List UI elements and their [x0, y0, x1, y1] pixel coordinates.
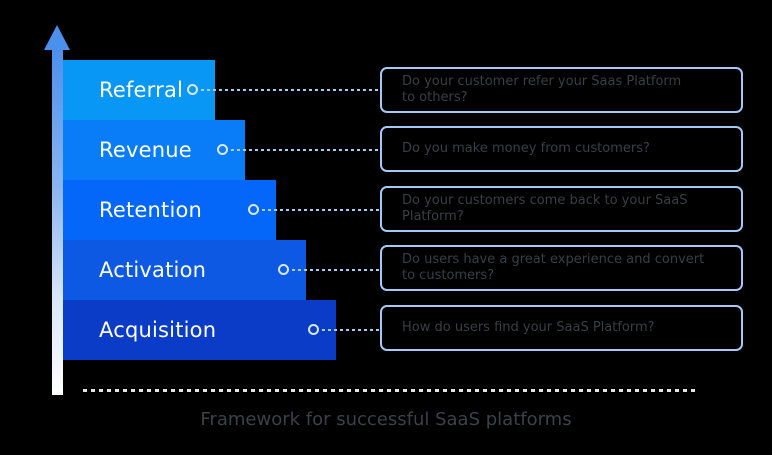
funnel-step-label: Revenue [99, 138, 192, 162]
question-box-revenue: Do you make money from customers? [380, 126, 743, 172]
connector-dot-icon [278, 264, 289, 275]
connector-line [231, 149, 380, 151]
funnel-step-referral: Referral [63, 60, 215, 120]
connector-line [201, 89, 380, 91]
funnel-step-label: Referral [99, 78, 184, 102]
funnel-step-retention: Retention [63, 180, 276, 240]
connector-dot-icon [217, 144, 228, 155]
question-text: Do your customers come back to your SaaS… [402, 193, 688, 224]
connector-line [322, 329, 380, 331]
funnel-step-activation: Activation [63, 240, 306, 300]
question-text: How do users find your SaaS Platform? [402, 320, 655, 335]
connector-line [292, 269, 380, 271]
question-text: Do you make money from customers? [402, 141, 650, 156]
question-text: Do your customer refer your Saas Platfor… [402, 74, 682, 105]
baseline-dotted-line [83, 389, 698, 392]
question-box-referral: Do your customer refer your Saas Platfor… [380, 67, 743, 113]
connector-dot-icon [187, 84, 198, 95]
funnel-step-label: Retention [99, 198, 203, 222]
diagram-caption: Framework for successful SaaS platforms [200, 409, 572, 430]
question-text: Do users have a great experience and con… [402, 252, 705, 283]
funnel-step-acquisition: Acquisition [63, 300, 336, 360]
connector-dot-icon [308, 324, 319, 335]
connector-dot-icon [248, 204, 259, 215]
funnel-step-label: Activation [99, 258, 207, 282]
question-box-activation: Do users have a great experience and con… [380, 245, 743, 291]
question-box-retention: Do your customers come back to your SaaS… [380, 186, 743, 232]
funnel-step-label: Acquisition [99, 318, 217, 342]
connector-line [262, 209, 380, 211]
arrow-up-icon [44, 25, 70, 50]
question-box-acquisition: How do users find your SaaS Platform? [380, 305, 743, 351]
arrow-shaft [52, 49, 63, 395]
funnel-step-revenue: Revenue [63, 120, 245, 180]
